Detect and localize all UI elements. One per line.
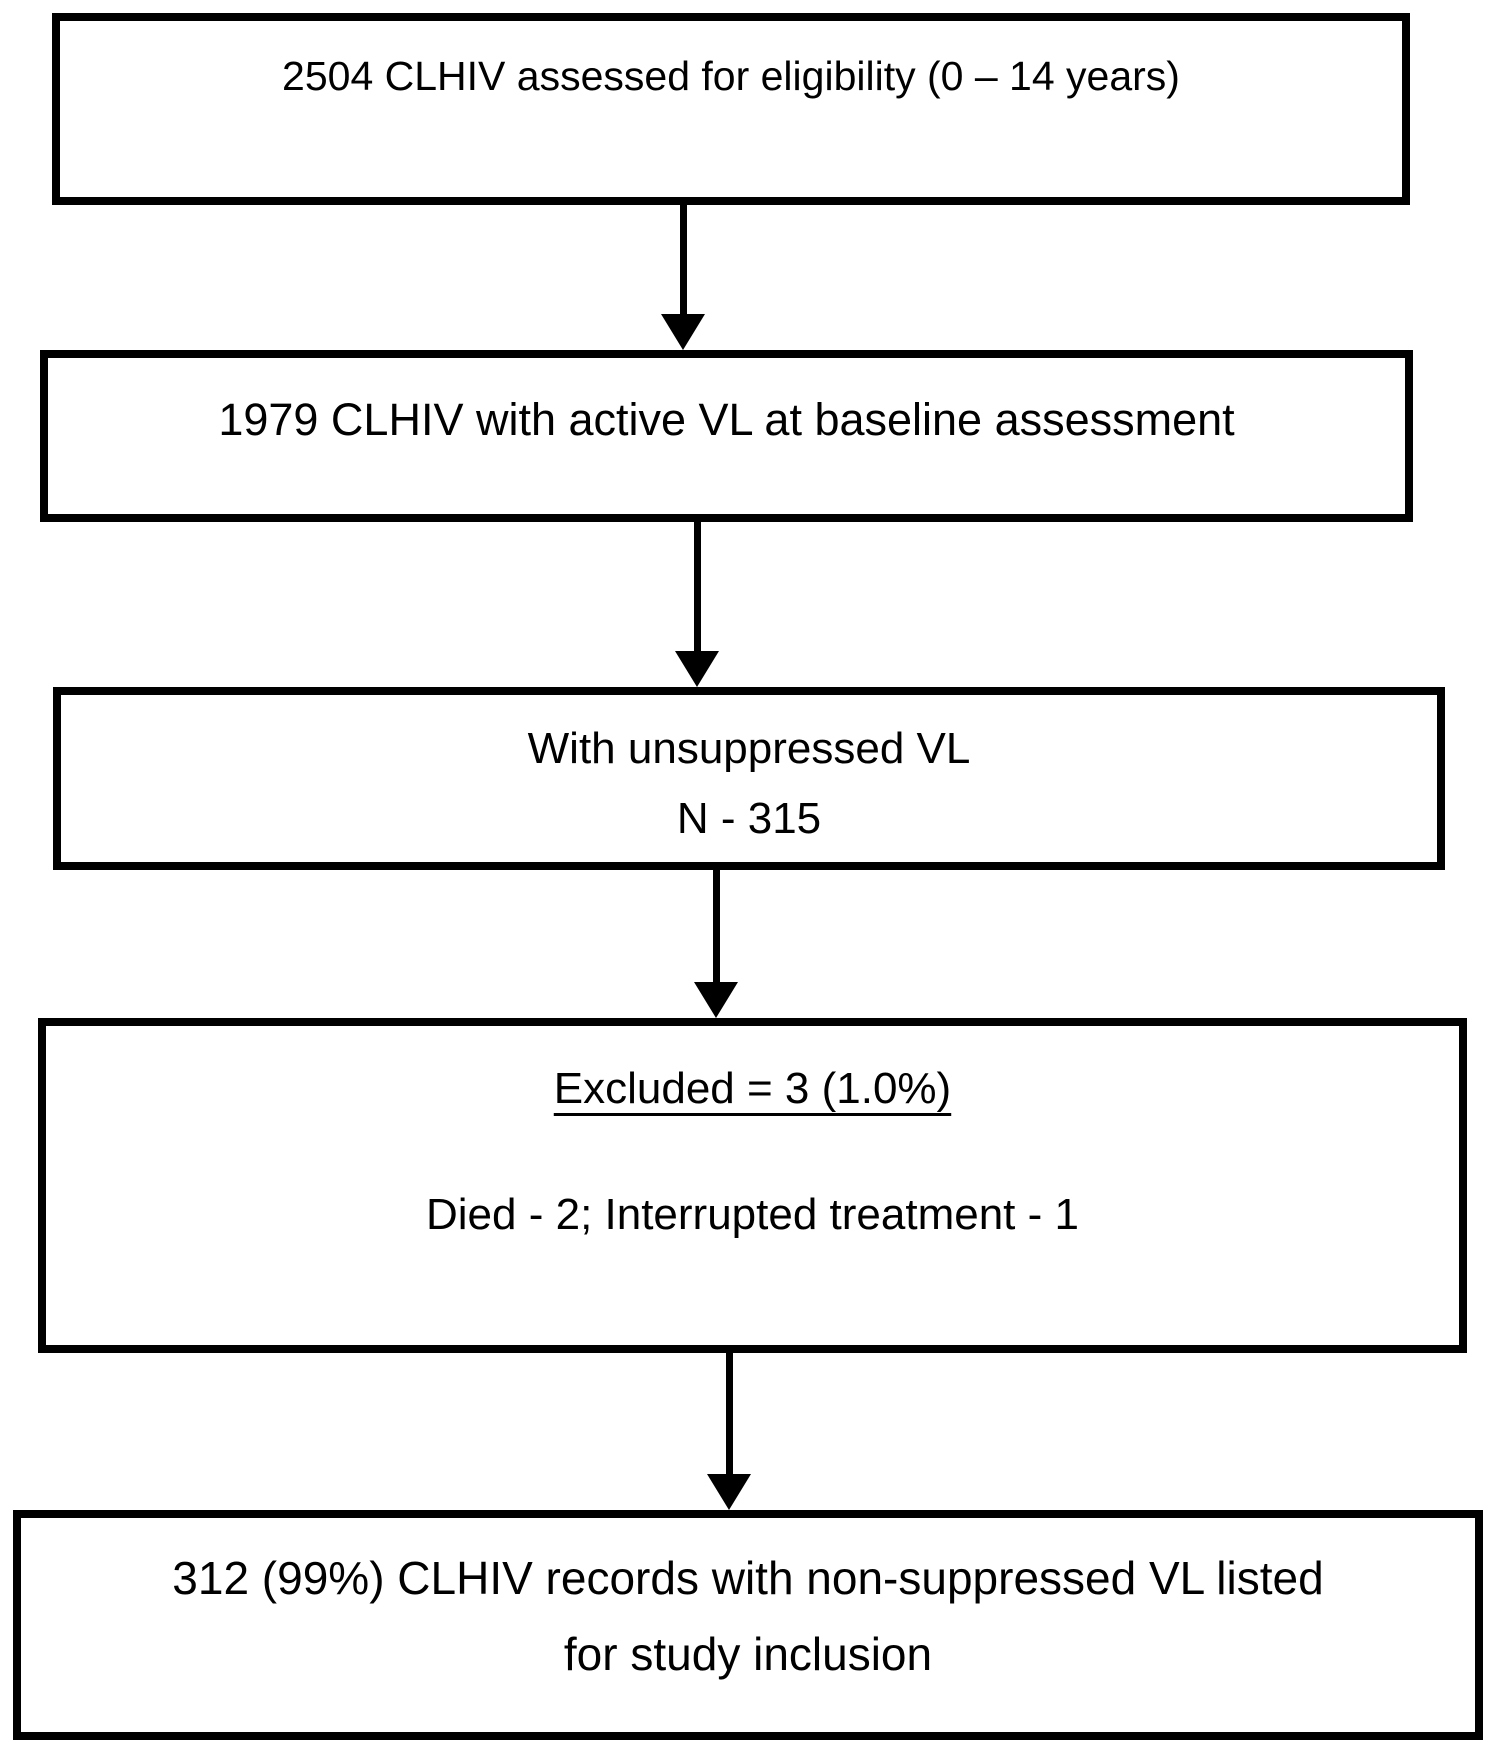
box-excluded-detail: Died - 2; Interrupted treatment - 1 — [426, 1190, 1079, 1239]
box-unsuppressed-vl-count: N - 315 — [676, 793, 822, 843]
box-unsuppressed-vl-text: With unsuppressed VL — [527, 723, 971, 773]
arrow-down-icon — [675, 651, 719, 687]
box-assessed: 2504 CLHIV assessed for eligibility (0 –… — [52, 13, 1410, 205]
box-active-vl-text: 1979 CLHIV with active VL at baseline as… — [218, 394, 1235, 445]
arrow-shaft — [712, 870, 720, 982]
box-active-vl: 1979 CLHIV with active VL at baseline as… — [40, 350, 1413, 522]
arrow-shaft — [679, 205, 687, 314]
box-unsuppressed-vl: With unsuppressed VL N - 315 — [53, 687, 1445, 870]
arrow-down-icon — [661, 314, 705, 350]
arrow-down-icon — [694, 982, 738, 1018]
box-included: 312 (99%) CLHIV records with non-suppres… — [13, 1510, 1483, 1740]
box-included-text-line1: 312 (99%) CLHIV records with non-suppres… — [172, 1552, 1324, 1604]
arrow-down-icon — [707, 1474, 751, 1510]
arrow-shaft — [725, 1353, 733, 1474]
box-excluded: Excluded = 3 (1.0%) Died - 2; Interrupte… — [38, 1018, 1467, 1353]
box-included-text-line2: for study inclusion — [563, 1628, 933, 1680]
box-excluded-heading: Excluded = 3 (1.0%) — [553, 1064, 952, 1113]
box-assessed-text: 2504 CLHIV assessed for eligibility (0 –… — [282, 53, 1180, 99]
arrow-shaft — [693, 522, 701, 651]
